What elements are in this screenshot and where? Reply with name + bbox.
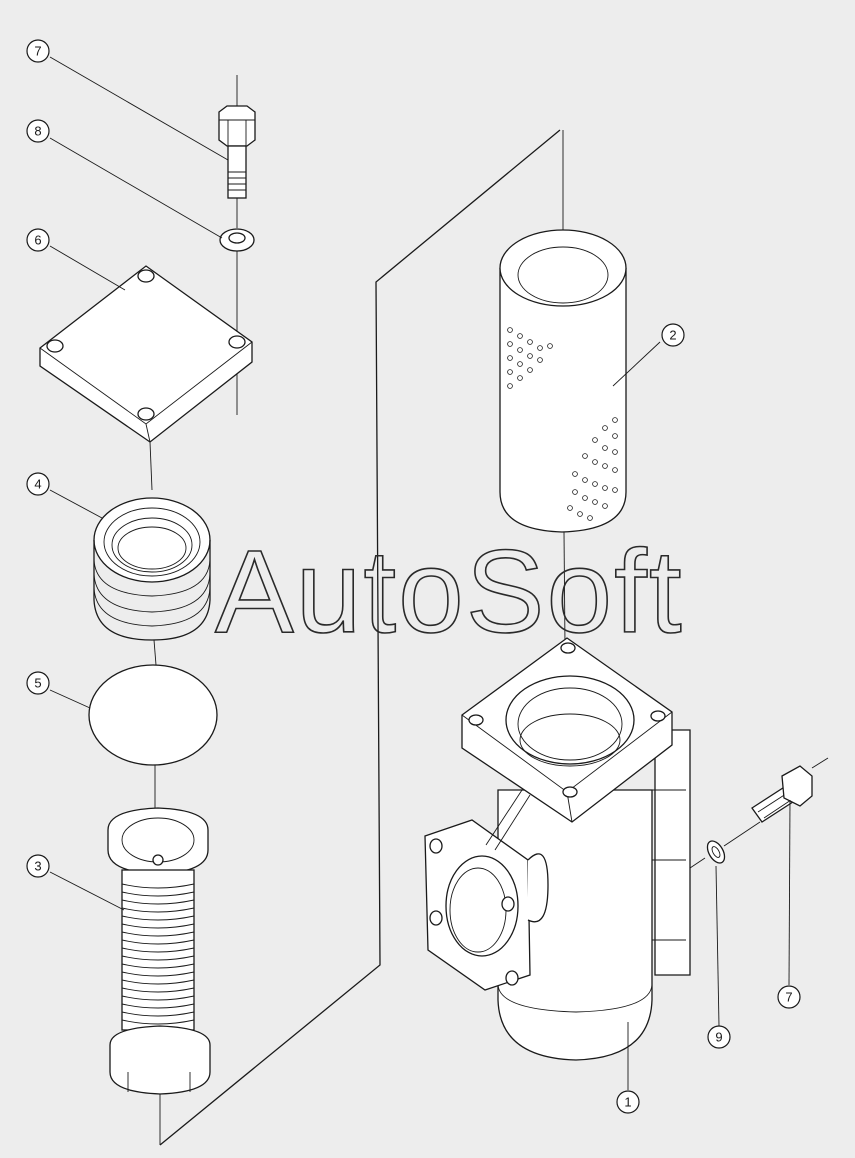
seal-disc (88, 664, 218, 820)
callout-label: 2 (669, 328, 676, 343)
callout-label: 1 (624, 1095, 631, 1110)
callout-9: 9 (707, 1025, 731, 1049)
callout-2: 2 (661, 323, 685, 347)
cover-plate (39, 265, 253, 491)
callout-label: 7 (785, 990, 792, 1005)
callout-label: 8 (34, 124, 41, 139)
leader-lines (49, 56, 791, 1090)
threaded-core (107, 807, 211, 1145)
filter-housing (424, 637, 691, 1061)
callout-7-right: 7 (777, 985, 801, 1009)
callout-4: 4 (26, 472, 50, 496)
bolt-top (218, 75, 256, 228)
callout-1: 1 (616, 1090, 640, 1114)
callout-label: 4 (34, 477, 41, 492)
callout-label: 6 (34, 233, 41, 248)
washer (219, 228, 255, 415)
callout-8: 8 (26, 119, 50, 143)
callout-label: 3 (34, 859, 41, 874)
callout-3: 3 (26, 854, 50, 878)
filter-perforations (507, 327, 618, 521)
callout-5: 5 (26, 671, 50, 695)
callout-label: 7 (34, 44, 41, 59)
watermark-text: AutoSoft (215, 526, 684, 658)
callout-7-top: 7 (26, 39, 50, 63)
callout-6: 6 (26, 228, 50, 252)
section-break-line (159, 129, 561, 1146)
side-bolt (689, 757, 829, 869)
callout-label: 5 (34, 676, 41, 691)
filter-element (499, 130, 627, 761)
coil-spring (93, 497, 211, 666)
callout-label: 9 (715, 1030, 722, 1045)
